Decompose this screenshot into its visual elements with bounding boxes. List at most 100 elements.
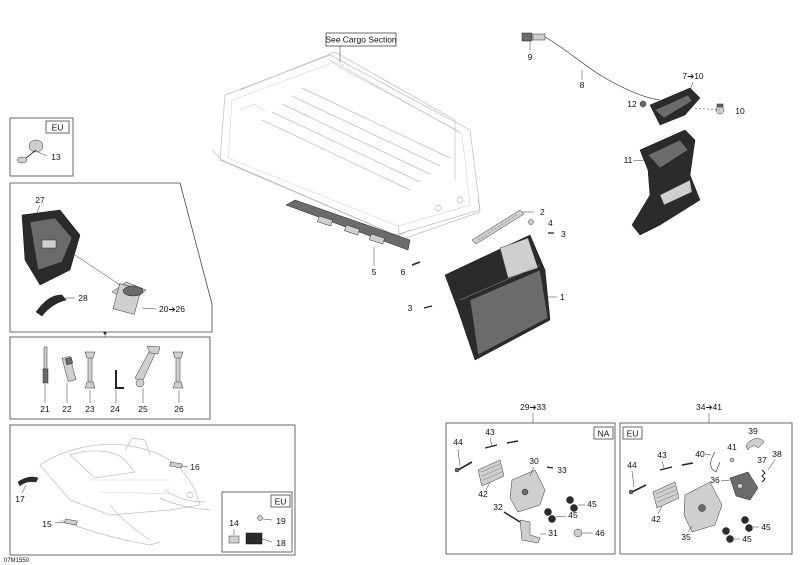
svg-text:EU: EU: [627, 429, 639, 439]
see-cargo-label: See Cargo Section: [325, 35, 397, 45]
part-callout: 45: [568, 510, 578, 520]
part-callout: 11: [624, 155, 633, 165]
nut-icon: [528, 219, 534, 225]
spring-icon: [761, 469, 766, 483]
part-callout: 46: [595, 528, 605, 538]
part-callout: 25: [138, 404, 148, 414]
part-callout: 38: [772, 449, 782, 459]
part-callout: 32: [493, 502, 503, 512]
bolt-icon: [659, 462, 694, 471]
nut-icon: [741, 516, 753, 532]
snow-flap-part: [444, 234, 551, 361]
part-callout: 10: [735, 106, 745, 116]
part-callout: 15: [42, 519, 52, 529]
cable-part: [710, 451, 721, 473]
wrench-icon: [172, 351, 184, 389]
part-callout: 37: [757, 455, 767, 465]
side-strip-part: [285, 199, 411, 251]
eu-reflector-box: [221, 491, 293, 553]
reflector-part: [169, 461, 183, 469]
reflector-bar-part: [471, 209, 525, 245]
reflector-part: [245, 532, 263, 545]
eu-mirror-box: [9, 117, 74, 177]
wiring-harness: [544, 36, 661, 101]
tail-light-part: [649, 87, 701, 126]
wrench-icon: [84, 351, 96, 389]
part-callout: 33: [557, 465, 567, 475]
part-callout: 19: [276, 516, 286, 526]
part-callout: 31: [548, 528, 558, 538]
part-callout: 42: [478, 489, 488, 499]
part-callout: 9: [528, 52, 533, 62]
part-callout: 42: [651, 514, 661, 524]
part-callout: 26: [174, 404, 184, 414]
part-callout: 2: [540, 207, 545, 217]
group-na-range: 29➔33: [520, 402, 546, 412]
hitch-part: [519, 519, 541, 544]
part-callout: 22: [62, 404, 72, 414]
part-callout: 45: [742, 534, 752, 544]
latch-part: [729, 471, 759, 501]
part-callout: 40: [695, 449, 705, 459]
strap-part: [35, 294, 67, 317]
region-eu-label: EU: [52, 123, 64, 133]
mounting-plate-part: [477, 459, 505, 487]
pin-icon: [503, 511, 521, 523]
hitch-bracket-part: [509, 469, 546, 513]
part-callout: 3: [561, 229, 566, 239]
bolt-icon: [454, 461, 473, 473]
cargo-rack-ghost: [211, 51, 481, 241]
tool-bag-box: [9, 182, 213, 333]
part-callout: 44: [627, 460, 637, 470]
grommet-icon: [639, 100, 647, 108]
pin-icon: [546, 466, 554, 469]
reflector-part: [228, 535, 240, 544]
part-callout: 27: [35, 195, 45, 205]
part-callout: 7➔10: [682, 71, 704, 81]
rivet-icon: [257, 515, 263, 521]
mounting-plate-part: [652, 481, 680, 509]
part-callout: 45: [761, 522, 771, 532]
nut-icon: [566, 496, 578, 512]
diagram-code: 07M1550: [4, 558, 30, 564]
region-na-label: NA: [598, 429, 610, 439]
part-callout: 12: [627, 99, 637, 109]
part-callout: 44: [453, 437, 463, 447]
part-callout: 13: [51, 152, 61, 162]
part-callout: 45: [587, 499, 597, 509]
screw-icon: [411, 261, 421, 266]
part-callout: 28: [78, 293, 88, 303]
nut-icon: [544, 508, 556, 523]
screwdriver-icon: [42, 346, 49, 384]
part-callout: 5: [372, 267, 377, 277]
part-callout: 16: [190, 462, 200, 472]
hitch-eu-box: [619, 422, 793, 555]
bolt-icon: [484, 440, 519, 449]
snowmobile-ghost: [39, 437, 211, 546]
part-callout: 43: [485, 427, 495, 437]
snowmobile-box: [9, 424, 296, 556]
reflector-part: [64, 518, 78, 526]
see-cargo-label-box: [325, 32, 397, 47]
part-callout: 18: [276, 538, 286, 548]
part-callout: 17: [15, 494, 25, 504]
reflector-part: [16, 139, 44, 164]
hitch-na-box: [445, 422, 616, 555]
part-callout: 35: [681, 532, 691, 542]
nut-icon: [722, 527, 734, 543]
part-callout: 3: [408, 303, 413, 313]
tools-box: [9, 336, 211, 420]
part-callout: 30: [529, 456, 539, 466]
part-callout: 14: [229, 518, 239, 528]
tail-light-housing-part: [631, 129, 701, 236]
bulb-part: [715, 103, 725, 115]
decal-part: [17, 476, 39, 487]
part-callout: 21: [40, 404, 50, 414]
part-callout: 41: [727, 442, 737, 452]
spark-plug-wrench-icon: [61, 356, 77, 382]
screw-icon: [423, 305, 433, 309]
part-callout: 1: [560, 292, 565, 302]
part-callout: 43: [657, 450, 667, 460]
tool-pouch-part: [111, 281, 147, 315]
